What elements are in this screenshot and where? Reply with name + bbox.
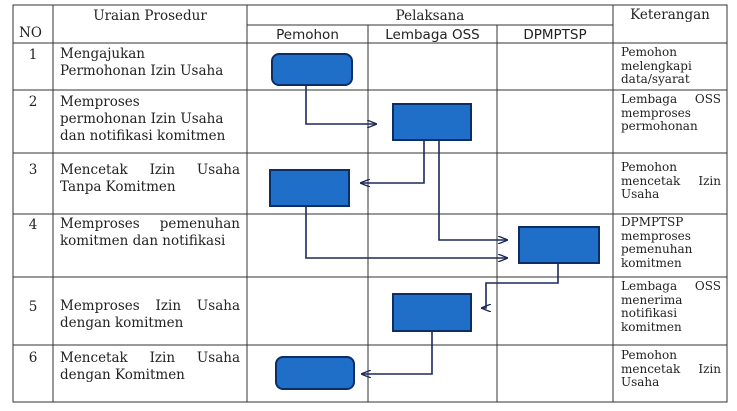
header-pelaksana: Pelaksana bbox=[395, 8, 465, 24]
row-uraian: Mengajukan Permohonan Izin Usaha bbox=[60, 46, 240, 80]
arrow-step4-step5 bbox=[482, 263, 559, 308]
header-keterangan: Keterangan bbox=[630, 7, 710, 23]
row-number: 3 bbox=[28, 162, 38, 178]
step3-box bbox=[269, 169, 350, 207]
process-boxes bbox=[269, 53, 600, 390]
row-keterangan: Lembaga OSS menerima notifikasi komitmen bbox=[621, 279, 721, 334]
row-keterangan-line: Usaha bbox=[621, 375, 660, 389]
row-uraian-line: Mencetak Izin Usaha bbox=[60, 162, 240, 178]
row-keterangan-line: Usaha bbox=[621, 187, 660, 201]
row-keterangan: Lembaga OSS memproses permohonan bbox=[621, 92, 721, 134]
step1-box bbox=[271, 53, 353, 86]
row-keterangan: Pemohon melengkapi data/syarat bbox=[621, 45, 721, 87]
row-uraian-line: Memproses bbox=[60, 94, 140, 110]
row-uraian-line: Memproses pemenuhan bbox=[60, 216, 240, 232]
row-keterangan-line: Pemohon bbox=[621, 348, 677, 362]
row-keterangan: Pemohon mencetak Izin Usaha bbox=[621, 160, 721, 202]
row-keterangan-line: komitmen bbox=[621, 319, 682, 334]
row-uraian-line: permohonan Izin Usaha bbox=[60, 111, 224, 127]
row-uraian: Memproses Izin Usaha dengan komitmen bbox=[60, 298, 240, 332]
row-uraian-line: komitmen dan notifikasi bbox=[60, 233, 226, 249]
header-col-pemohon: Pemohon bbox=[276, 27, 339, 43]
row-keterangan-line: data/syarat bbox=[621, 72, 690, 86]
arrow-step1-step2 bbox=[305, 85, 376, 124]
row-number: 2 bbox=[28, 94, 38, 110]
row-uraian-line: Mengajukan bbox=[60, 46, 146, 62]
row-keterangan-line: notifikasi bbox=[621, 306, 678, 320]
row-keterangan-line: melengkapi bbox=[621, 58, 692, 73]
step2-box bbox=[392, 103, 472, 141]
step5-box bbox=[392, 293, 472, 332]
row-keterangan-line: memproses bbox=[621, 105, 691, 120]
row-keterangan-line: Lembaga OSS bbox=[621, 279, 721, 293]
row-keterangan-line: komitmen bbox=[621, 255, 682, 270]
row-number: 6 bbox=[28, 350, 38, 366]
row-uraian-line: dengan komitmen bbox=[60, 315, 184, 331]
header-no: NO bbox=[19, 25, 42, 41]
row-keterangan-line: mencetak Izin bbox=[621, 173, 721, 188]
arrow-step2-step4 bbox=[438, 140, 507, 240]
row-uraian-line: Tanpa Komitmen bbox=[60, 179, 176, 195]
header-col-dpmptsp: DPMPTSP bbox=[523, 27, 587, 43]
row-keterangan-line: mencetak Izin bbox=[621, 361, 721, 376]
header-col-oss: Lembaga OSS bbox=[385, 27, 480, 43]
row-uraian-line: Mencetak Izin Usaha bbox=[60, 350, 240, 366]
row-uraian: Memproses permohonan Izin Usaha dan noti… bbox=[60, 94, 240, 145]
row-uraian-line: dan notifikasi komitmen bbox=[60, 128, 226, 144]
row-keterangan-line: menerima bbox=[621, 292, 683, 307]
arrow-step2-step3 bbox=[361, 140, 425, 183]
row-uraian-line: dengan Komitmen bbox=[60, 367, 185, 383]
row-keterangan-line: permohonan bbox=[621, 119, 698, 133]
row-keterangan-line: Pemohon bbox=[621, 160, 677, 174]
row-uraian: Memproses pemenuhan komitmen dan notifik… bbox=[60, 216, 240, 250]
arrow-step3-step4 bbox=[305, 206, 507, 258]
row-keterangan-line: Lembaga OSS bbox=[621, 92, 721, 106]
row-keterangan-line: memproses bbox=[621, 228, 691, 243]
row-keterangan-line: DPMPTSP bbox=[621, 215, 684, 229]
header-uraian: Uraian Prosedur bbox=[93, 8, 207, 24]
step4-box bbox=[518, 226, 600, 264]
arrow-step5-step6 bbox=[362, 331, 433, 374]
table-grid bbox=[12, 4, 728, 403]
row-keterangan: Pemohon mencetak Izin Usaha bbox=[621, 348, 721, 390]
row-uraian-line: Memproses Izin Usaha bbox=[60, 298, 240, 314]
step6-box bbox=[275, 356, 355, 390]
row-number: 5 bbox=[28, 299, 38, 315]
row-number: 1 bbox=[28, 47, 38, 63]
connectors bbox=[305, 85, 559, 374]
row-keterangan: DPMPTSP memproses pemenuhan komitmen bbox=[621, 215, 721, 270]
row-uraian: Mencetak Izin Usaha dengan Komitmen bbox=[60, 350, 240, 384]
row-uraian: Mencetak Izin Usaha Tanpa Komitmen bbox=[60, 162, 240, 196]
row-keterangan-line: Pemohon bbox=[621, 45, 677, 59]
row-uraian-line: Permohonan Izin Usaha bbox=[60, 63, 224, 79]
row-keterangan-line: pemenuhan bbox=[621, 242, 693, 256]
row-number: 4 bbox=[28, 217, 38, 233]
